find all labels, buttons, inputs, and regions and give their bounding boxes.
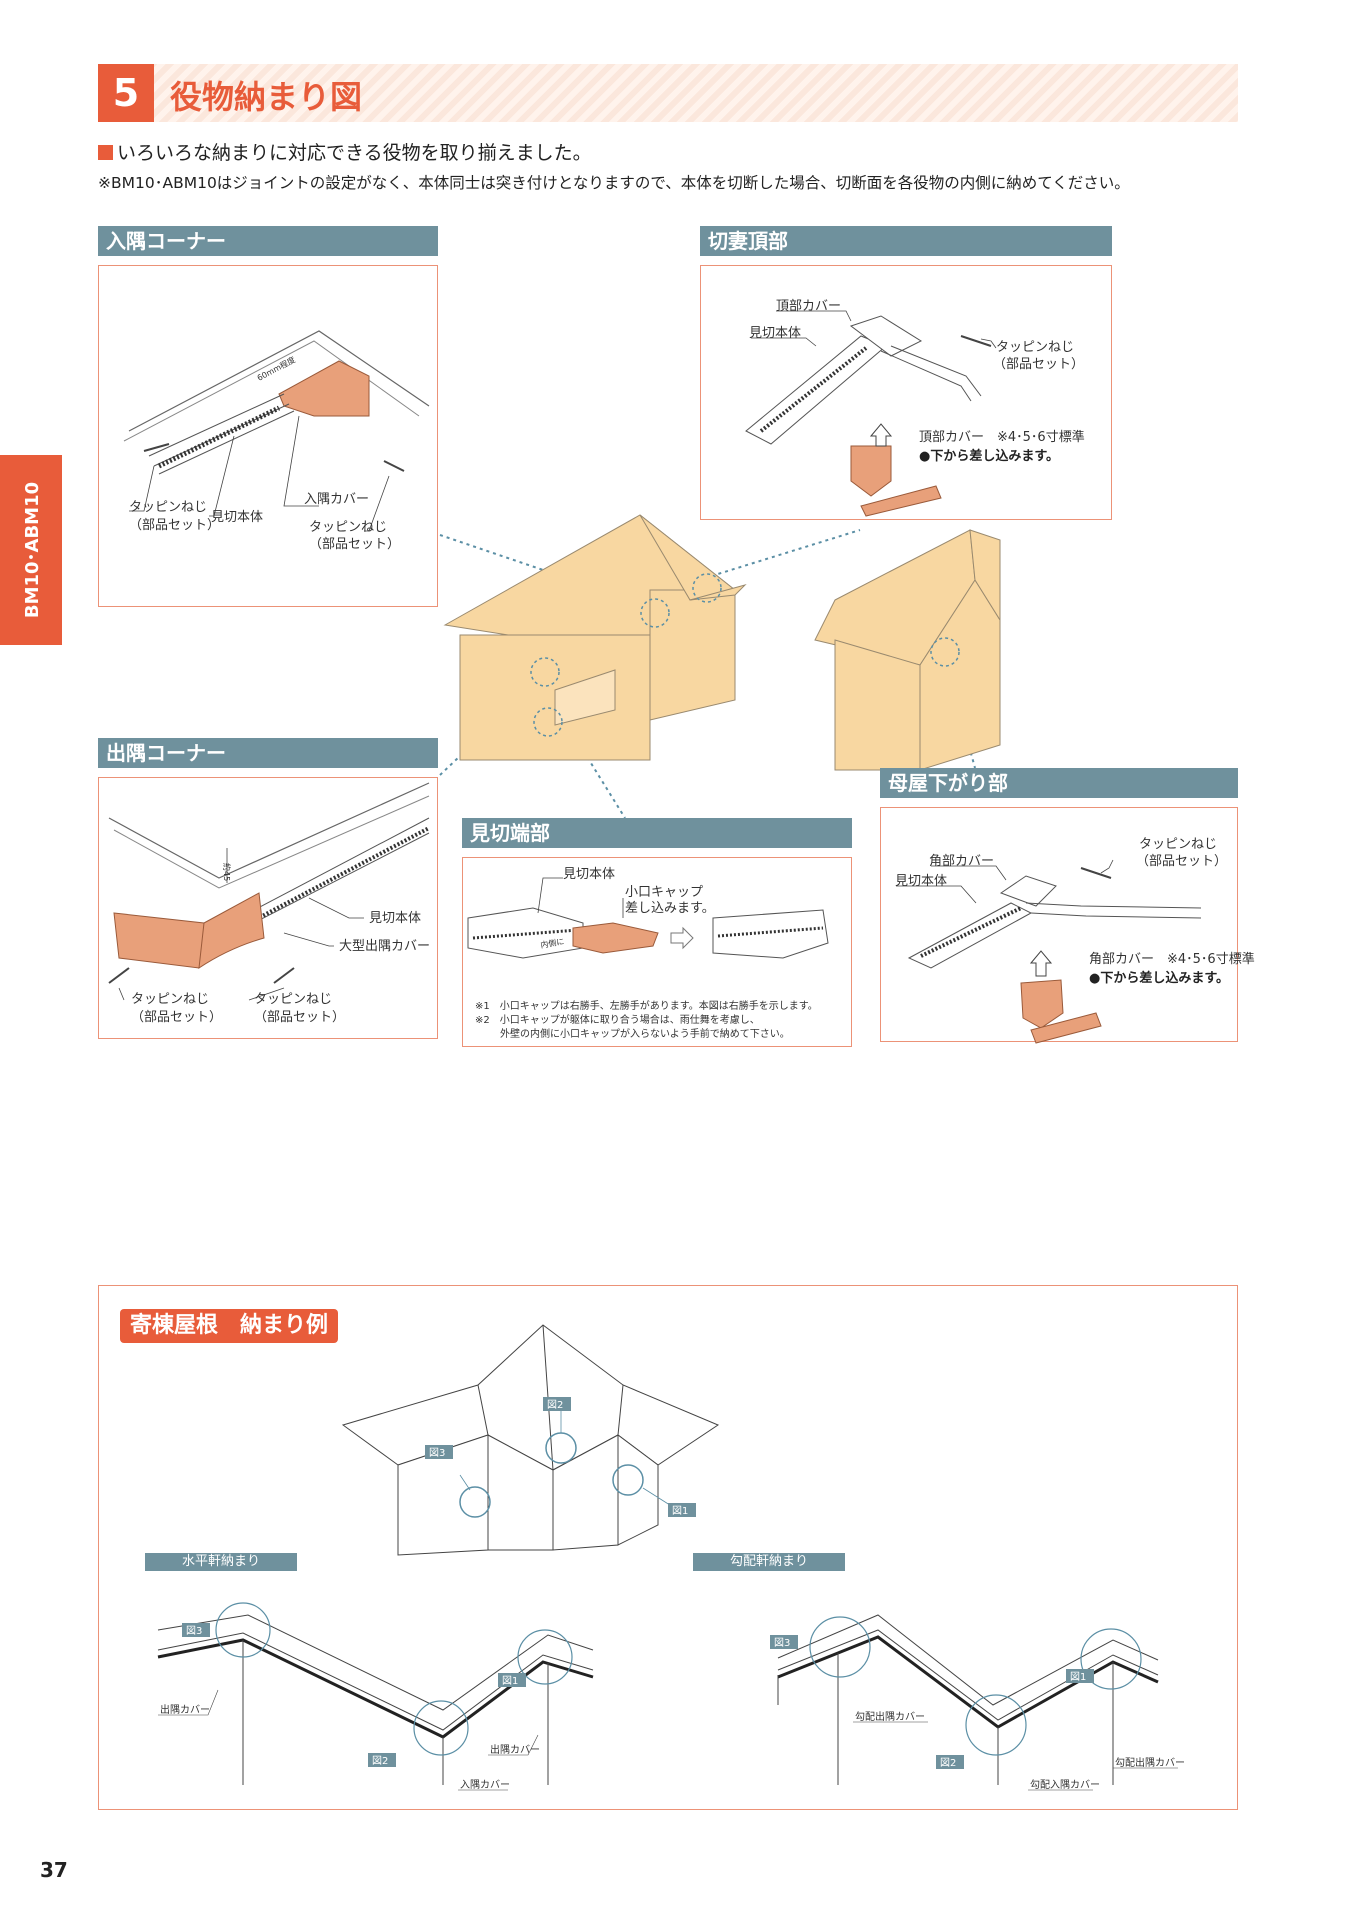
horiz-fig1-label: 図1 [502,1675,518,1687]
moya-parts-label: （部品セット） [1136,854,1227,869]
panel-mikiri: 見切本体 小口キャップ 差し込みます。 内側に ※1 小口キャップは右勝手、左勝… [462,857,852,1047]
kirizuma-std-label: 頂部カバー ※4･5･6寸標準 [919,429,1085,445]
hip-roof-panel [98,1285,1238,1810]
square-bullet-icon [98,145,113,160]
kirizuma-screw-label: タッピンねじ [996,340,1074,355]
desumi-big-cover-label: 大型出隅カバー [339,939,430,954]
slope-fig2-label: 図2 [940,1757,956,1769]
desumi-parts-left: （部品セット） [131,1010,222,1025]
section-title: 役物納まり図 [170,78,363,116]
desumi-parts-right: （部品セット） [254,1010,345,1025]
mikiri-notes: ※1 小口キャップは右勝手、左勝手があります。本図は右勝手を示します。 ※2 小… [475,1000,818,1042]
house-right [814,529,1001,771]
hip-roof-diagrams: 図3 図2 図1 図3 図1 図2 出隅カバー 出隅カバー 入隅カバー [157,1324,1185,1791]
slope-fig3-label: 図3 [774,1637,790,1649]
mikiri-note-1: ※1 小口キャップは右勝手、左勝手があります。本図は右勝手を示します。 [475,1001,818,1012]
hip-fig1-label: 図1 [672,1505,688,1517]
slope-inner-cover: 勾配入隅カバー [1030,1778,1100,1791]
mikiri-body-label: 見切本体 [563,867,615,882]
mikiri-note-2: ※2 小口キャップが躯体に取り合う場合は、雨仕舞を考慮し、 [475,1015,760,1026]
section-header: 5 役物納まり図 [98,64,1238,122]
desumi-dim-label: 約45 [222,863,232,881]
irisumi-parts-left: （部品セット） [129,518,220,533]
hip-fig3-label: 図3 [429,1447,445,1459]
kirizuma-insert-label: ●下から差し込みます。 [919,448,1059,464]
moya-insert-label: ●下から差し込みます。 [1089,970,1229,986]
moya-body-label: 見切本体 [895,874,947,889]
moya-std-label: 角部カバー ※4･5･6寸標準 [1089,951,1255,967]
irisumi-screw-right: タッピンねじ [309,520,387,535]
moya-screw-label: タッピンねじ [1139,837,1217,852]
desumi-body-label: 見切本体 [369,911,421,926]
section-bar-kirizuma: 切妻頂部 [700,226,1112,256]
lead-text: いろいろな納まりに対応できる役物を取り揃えました。 [98,138,592,165]
mikiri-cap-insert-label: 差し込みます。 [625,901,715,916]
hip-fig2-label: 図2 [547,1399,563,1411]
slope-outer-right: 勾配出隅カバー [1115,1756,1185,1769]
desumi-screw-left: タッピンねじ [131,992,209,1007]
kirizuma-top-cover-label: 頂部カバー [776,299,841,314]
mikiri-note-3: 外壁の内側に小口キャップが入らないよう手前で納めて下さい。 [500,1029,790,1040]
irisumi-body-label: 見切本体 [211,510,263,525]
section-bar-irisumi: 入隅コーナー [98,226,438,256]
kirizuma-diagram: 頂部カバー 見切本体 タッピンねじ （部品セット） 頂部カバー ※4･5･6寸標… [745,299,1085,517]
kirizuma-parts-label: （部品セット） [993,357,1084,372]
page-number: 37 [40,1858,68,1882]
panel-moya: タッピンねじ （部品セット） 角部カバー 見切本体 角部カバー ※4･5･6寸標… [880,807,1255,1044]
horiz-fig2-label: 図2 [372,1755,388,1767]
moya-diagram: タッピンねじ （部品セット） 角部カバー 見切本体 角部カバー ※4･5･6寸標… [895,837,1255,1044]
sub-title-sloped: 勾配軒納まり [693,1553,845,1571]
irisumi-diagram: 60mm程度 タッピンねじ （部品セット） 見切本体 入隅カバー タッピンねじ … [123,330,430,552]
mikiri-inside-label: 内側に [540,936,565,950]
house-left [443,514,747,761]
sub-title-horizontal: 水平軒納まり [145,1553,297,1571]
hip-roof-title: 寄棟屋根 納まり例 [120,1309,339,1343]
irisumi-screw-left: タッピンねじ [129,500,207,515]
kirizuma-body-label: 見切本体 [749,326,801,341]
note-text: ※BM10･ABM10はジョイントの設定がなく、本体同士は突き付けとなりますので… [98,174,1130,192]
slope-fig1-label: 図1 [1070,1671,1086,1683]
desumi-screw-right: タッピンねじ [254,992,332,1007]
moya-corner-cover-label: 角部カバー [929,854,994,869]
panel-kirizuma: 頂部カバー 見切本体 タッピンねじ （部品セット） 頂部カバー ※4･5･6寸標… [700,265,1112,520]
lead-sentence: いろいろな納まりに対応できる役物を取り揃えました。 [117,142,592,164]
horiz-outer-right: 出隅カバー [490,1743,540,1756]
panel-irisumi: 60mm程度 タッピンねじ （部品セット） 見切本体 入隅カバー タッピンねじ … [98,265,438,607]
slope-outer-left: 勾配出隅カバー [855,1710,925,1723]
desumi-diagram: 約45 見切本体 大型出隅カバー タッピンねじ （部品セット） タッピンねじ （… [108,782,430,1025]
horiz-outer-left: 出隅カバー [160,1703,210,1716]
horiz-fig3-label: 図3 [186,1625,202,1637]
mikiri-cap-label: 小口キャップ [625,885,703,900]
mikiri-diagram: 見切本体 小口キャップ 差し込みます。 内側に [467,867,829,959]
side-tab: BM10･ABM10 [0,455,62,645]
section-bar-mikiri: 見切端部 [462,818,852,848]
house-illustration [439,514,1001,819]
section-bar-desumi: 出隅コーナー [98,738,438,768]
irisumi-parts-right: （部品セット） [309,537,400,552]
section-bar-moya: 母屋下がり部 [880,768,1238,798]
irisumi-cover-label: 入隅カバー [304,492,369,507]
panel-desumi: 約45 見切本体 大型出隅カバー タッピンねじ （部品セット） タッピンねじ （… [98,777,438,1039]
section-number: 5 [98,64,154,122]
horiz-inner-cover: 入隅カバー [460,1779,510,1791]
